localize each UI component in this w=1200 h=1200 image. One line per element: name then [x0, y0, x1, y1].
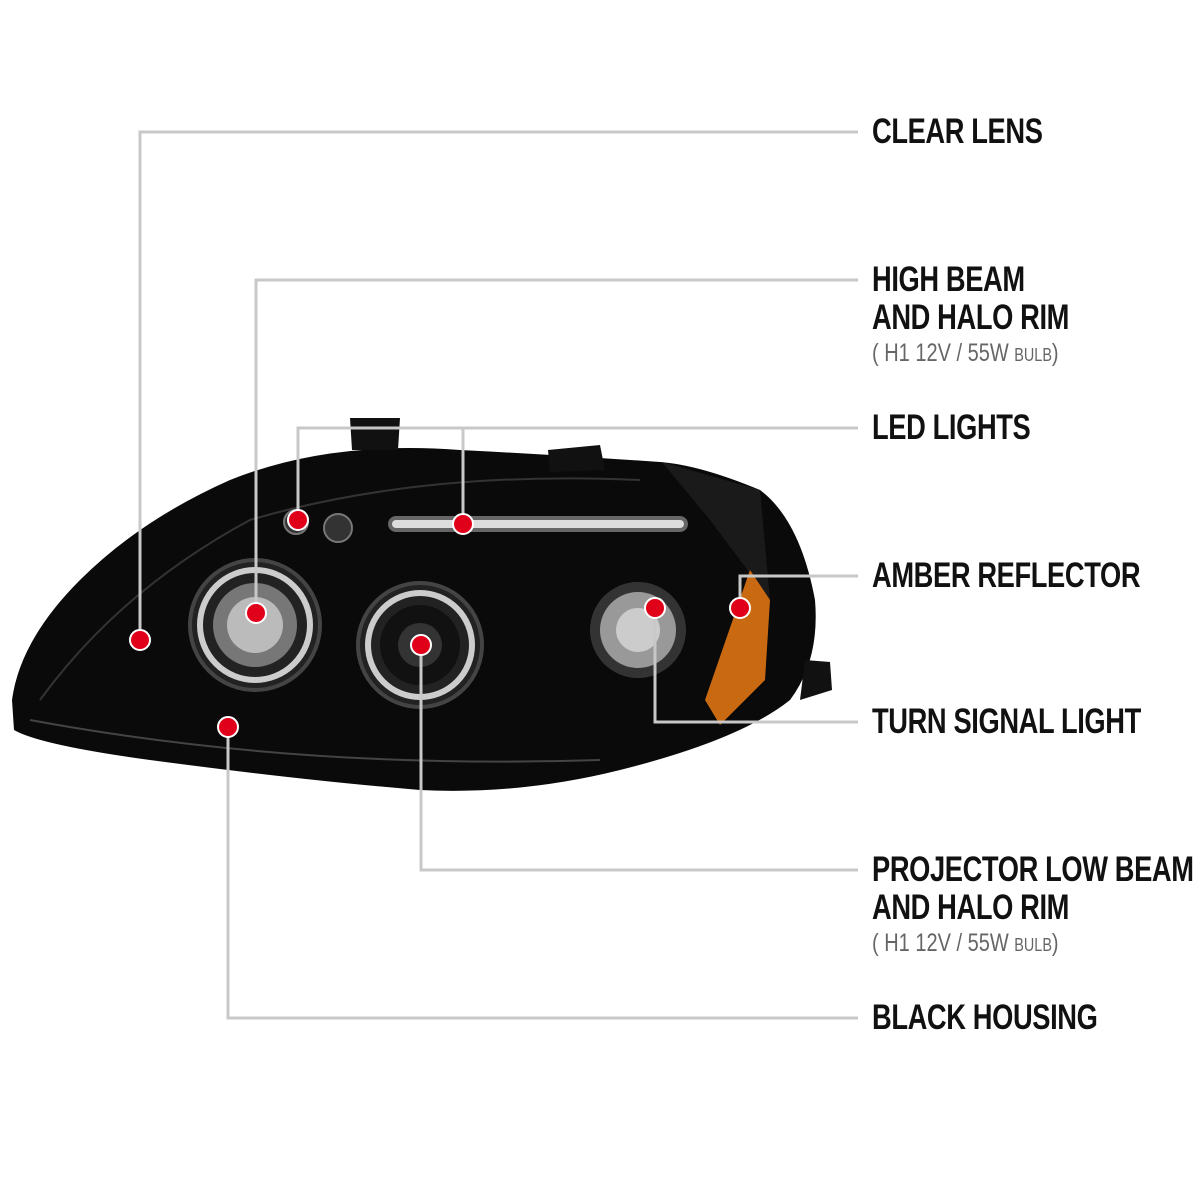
- bulb-unit: BULB: [1014, 345, 1052, 365]
- amber-reflector: [705, 570, 770, 725]
- label-projector-2: AND HALO RIM: [872, 888, 1070, 927]
- label-clear-lens: CLEAR LENS: [872, 112, 1043, 151]
- label-black-housing: BLACK HOUSING: [872, 998, 1098, 1037]
- label-high-beam-1: HIGH BEAM: [872, 260, 1025, 299]
- paren-open: (: [872, 339, 879, 367]
- marker-dot: [287, 509, 309, 531]
- leader-led-lights: [296, 426, 858, 520]
- label-turn-signal: TURN SIGNAL LIGHT: [872, 702, 1141, 741]
- leader-high-beam: [254, 278, 858, 613]
- leader-black-housing: [226, 727, 858, 1020]
- bulb-spec: H1 12V / 55W: [884, 339, 1009, 367]
- paren-close: ): [1051, 339, 1059, 367]
- turn-signal-lens: [590, 582, 686, 678]
- marker-dot: [129, 629, 151, 651]
- marker-dot: [217, 716, 239, 738]
- bulb-spec: H1 12V / 55W: [884, 929, 1009, 957]
- paren-close: ): [1051, 929, 1059, 957]
- paren-open: (: [872, 929, 879, 957]
- leader-projector: [419, 645, 858, 872]
- leader-lines: [138, 130, 858, 1020]
- marker-dots: [129, 509, 751, 738]
- high-beam-bulb-spec: ( H1 12V / 55W BULB): [872, 339, 1059, 369]
- marker-dot: [245, 602, 267, 624]
- marker-dot: [410, 634, 432, 656]
- marker-dot: [729, 597, 751, 619]
- bulb-unit: BULB: [1014, 935, 1052, 955]
- marker-dot: [644, 597, 666, 619]
- label-projector-1: PROJECTOR LOW BEAM: [872, 850, 1194, 889]
- leader-turn-signal: [653, 608, 858, 724]
- label-high-beam-2: AND HALO RIM: [872, 298, 1070, 337]
- marker-dot: [452, 513, 474, 535]
- leader-clear-lens: [138, 130, 858, 640]
- projector-bulb-spec: ( H1 12V / 55W BULB): [872, 929, 1059, 959]
- high-beam-lens: [188, 558, 322, 692]
- label-led-lights: LED LIGHTS: [872, 408, 1031, 447]
- label-amber-reflector: AMBER REFLECTOR: [872, 556, 1141, 595]
